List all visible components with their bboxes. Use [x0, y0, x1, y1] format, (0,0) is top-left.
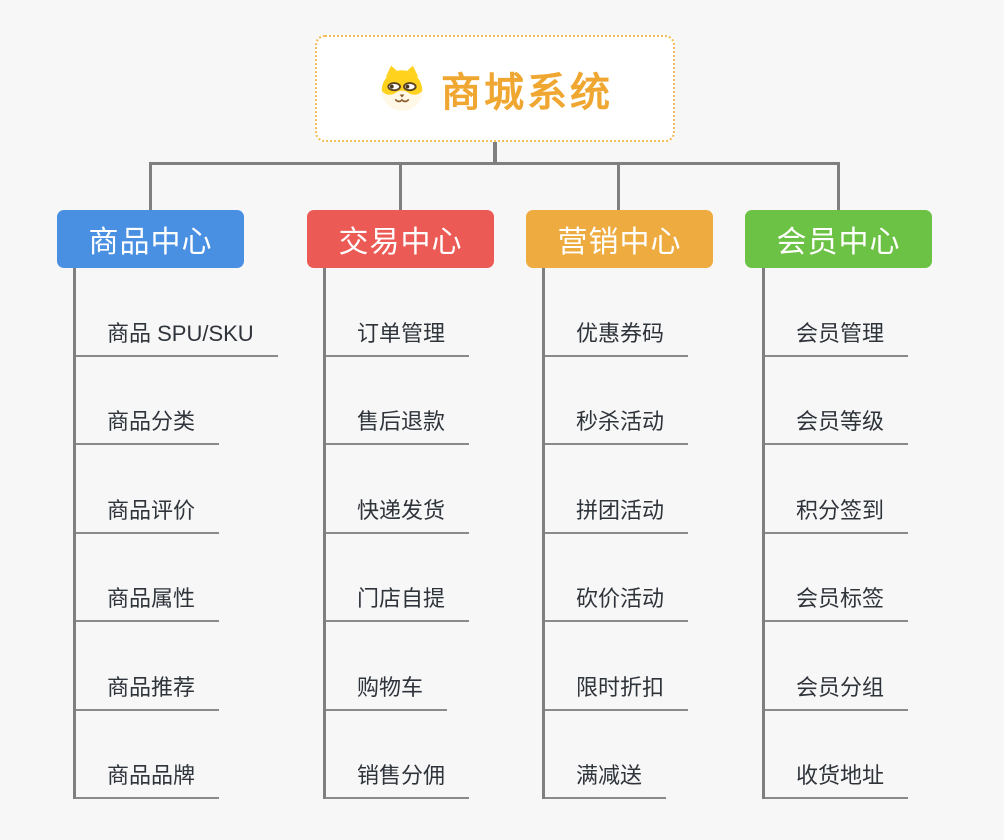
- child-node[interactable]: 快递发货: [326, 445, 470, 534]
- child-node[interactable]: 商品品牌: [76, 711, 220, 799]
- child-node[interactable]: 满减送: [545, 711, 667, 799]
- child-node[interactable]: 会员管理: [765, 268, 909, 357]
- child-node[interactable]: 门店自提: [326, 534, 470, 622]
- branch-header-product-center[interactable]: 商品中心: [57, 210, 244, 268]
- branch-children-product: 商品 SPU/SKU 商品分类 商品评价 商品属性 商品推荐 商品品牌: [73, 268, 278, 799]
- branch-header-trade-center[interactable]: 交易中心: [307, 210, 494, 268]
- root-title: 商城系统: [441, 70, 613, 115]
- child-node[interactable]: 商品评价: [76, 445, 220, 534]
- child-node[interactable]: 会员标签: [765, 534, 909, 622]
- child-node[interactable]: 限时折扣: [545, 622, 689, 711]
- connector-drop-trade: [399, 162, 402, 210]
- child-node[interactable]: 商品 SPU/SKU: [76, 268, 278, 357]
- child-node[interactable]: 商品推荐: [76, 622, 220, 711]
- branch-children-marketing: 优惠券码 秒杀活动 拼团活动 砍价活动 限时折扣 满减送: [542, 268, 689, 799]
- connector-rail: [149, 162, 840, 165]
- child-node[interactable]: 积分签到: [765, 445, 909, 534]
- root-node[interactable]: 商城系统: [315, 35, 675, 142]
- connector-drop-product: [149, 162, 152, 210]
- branch-children-member: 会员管理 会员等级 积分签到 会员标签 会员分组 收货地址: [762, 268, 909, 799]
- child-node[interactable]: 购物车: [326, 622, 448, 711]
- child-node[interactable]: 拼团活动: [545, 445, 689, 534]
- child-node[interactable]: 商品分类: [76, 357, 220, 445]
- connector-drop-marketing: [617, 162, 620, 210]
- dog-face-icon: [377, 64, 427, 114]
- child-node[interactable]: 优惠券码: [545, 268, 689, 357]
- child-node[interactable]: 售后退款: [326, 357, 470, 445]
- connector-root-stub: [493, 141, 497, 165]
- connector-drop-member: [837, 162, 840, 210]
- child-node[interactable]: 销售分佣: [326, 711, 470, 799]
- child-node[interactable]: 商品属性: [76, 534, 220, 622]
- child-node[interactable]: 秒杀活动: [545, 357, 689, 445]
- child-node[interactable]: 订单管理: [326, 268, 470, 357]
- child-node[interactable]: 砍价活动: [545, 534, 689, 622]
- branch-children-trade: 订单管理 售后退款 快递发货 门店自提 购物车 销售分佣: [323, 268, 470, 799]
- branch-header-member-center[interactable]: 会员中心: [745, 210, 932, 268]
- child-node[interactable]: 会员分组: [765, 622, 909, 711]
- child-node[interactable]: 收货地址: [765, 711, 909, 799]
- branch-header-marketing-center[interactable]: 营销中心: [526, 210, 713, 268]
- child-node[interactable]: 会员等级: [765, 357, 909, 445]
